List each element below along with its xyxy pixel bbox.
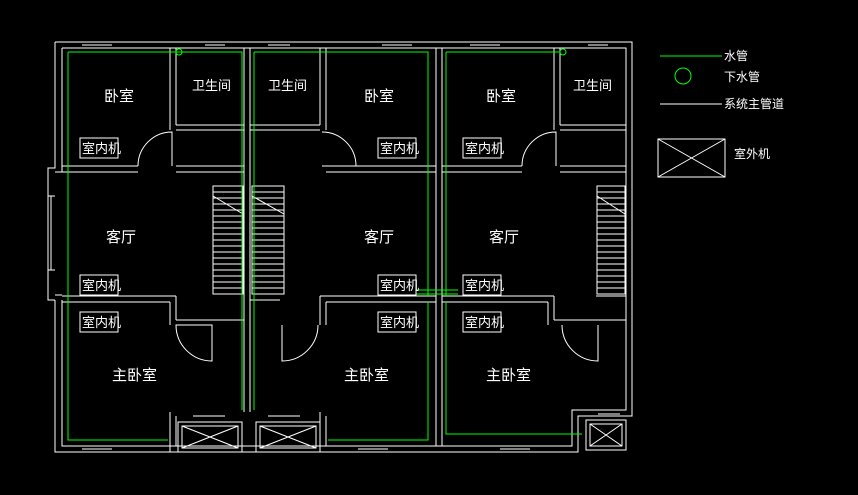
- room-labels: 卧室 卫生间 卫生间 卧室 卧室 卫生间 客厅 客厅 客厅 主卧室 主卧室 主卧…: [104, 79, 612, 384]
- legend-main-duct-label: 系统主管道: [724, 96, 784, 111]
- label-bathroom-2: 卫生间: [268, 79, 307, 94]
- outdoor-units: [177, 419, 627, 453]
- label-master-bedroom-1: 主卧室: [112, 366, 157, 384]
- door-swings: [137, 131, 599, 362]
- outer-walls: [47, 41, 633, 453]
- legend-outdoor-unit-label: 室外机: [734, 146, 770, 161]
- indoor-unit-label: 室内机: [465, 141, 504, 157]
- label-bathroom-3: 卫生间: [573, 79, 612, 94]
- label-living-room-2: 客厅: [364, 228, 394, 246]
- legend-outdoor-unit-swatch: [657, 138, 726, 178]
- legend-outdoor-unit-cross: [657, 138, 726, 178]
- label-master-bedroom-3: 主卧室: [486, 366, 531, 384]
- legend-drain-pipe-swatch: [674, 67, 692, 85]
- water-pipes: [67, 48, 582, 441]
- stair-break-line: [596, 195, 626, 215]
- indoor-unit-label: 室内机: [465, 315, 504, 331]
- label-bedroom-2: 卧室: [364, 87, 394, 105]
- label-master-bedroom-2: 主卧室: [344, 366, 389, 384]
- label-bedroom-3: 卧室: [486, 87, 516, 105]
- indoor-unit-boxes: [79, 137, 502, 333]
- indoor-unit-label: 室内机: [82, 278, 121, 294]
- label-living-room-3: 客厅: [489, 228, 519, 246]
- indoor-unit-label: 室内机: [380, 315, 419, 331]
- indoor-unit-label: 室内机: [465, 278, 504, 294]
- legend: 水管 下水管 系统主管道 室外机: [657, 48, 784, 178]
- stair-break-line: [212, 195, 244, 215]
- stair-break-line: [251, 195, 285, 215]
- legend-drain-pipe-label: 下水管: [724, 69, 760, 84]
- label-living-room-1: 客厅: [106, 228, 136, 246]
- indoor-unit-label: 室内机: [380, 141, 419, 157]
- indoor-unit-labels: 室内机 室内机 室内机 室内机 室内机 室内机 室内机 室内机 室内机: [82, 141, 504, 331]
- interior-walls: [62, 48, 626, 452]
- staircases: [212, 185, 626, 295]
- legend-water-pipe-label: 水管: [724, 48, 748, 63]
- indoor-unit-label: 室内机: [82, 141, 121, 157]
- label-bedroom-1: 卧室: [104, 87, 134, 105]
- indoor-unit-label: 室内机: [380, 278, 419, 294]
- label-bathroom-1: 卫生间: [192, 79, 231, 94]
- top-windows: [82, 44, 620, 450]
- indoor-unit-label: 室内机: [82, 315, 121, 331]
